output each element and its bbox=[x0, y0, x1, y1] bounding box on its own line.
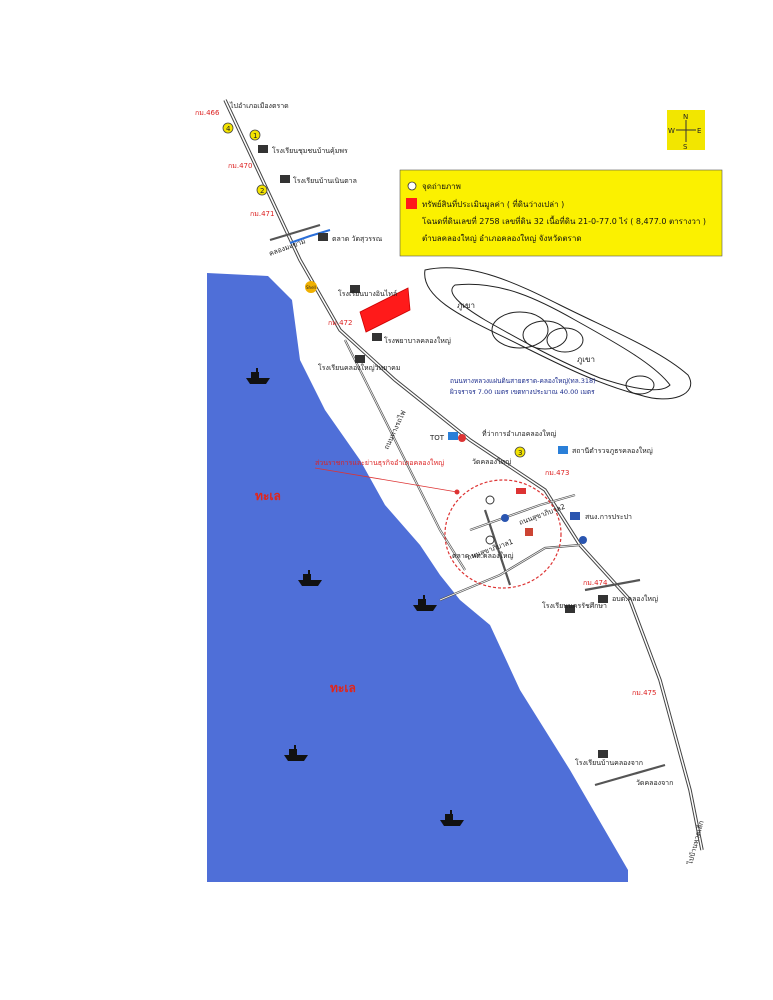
compass: N S W E bbox=[667, 110, 705, 151]
photo-point-2: 2 bbox=[260, 187, 264, 195]
label-temple-1: วัดคลองใหญ่ bbox=[472, 457, 511, 466]
km-post-475: กม.475 bbox=[632, 689, 656, 697]
label-temple-2: วัดคลองจาก bbox=[636, 779, 673, 787]
label-tot: TOT bbox=[429, 434, 445, 442]
legend-photo-point: จุดถ่ายภาพ bbox=[422, 182, 461, 191]
photo-point-3: 3 bbox=[518, 449, 522, 457]
legend: จุดถ่ายภาพ ทรัพย์สินที่ประเมินมูลค่า ( ท… bbox=[399, 169, 723, 257]
label-school-4: โรงเรียนคลองใหญ่วิทยาคม bbox=[318, 363, 400, 372]
km-post-472: กม.472 bbox=[328, 319, 352, 327]
label-school-3: โรงเรียนบางอินไทล์ bbox=[338, 289, 397, 298]
sea-label-2: ทะเล bbox=[330, 681, 356, 695]
ship-icons bbox=[246, 368, 464, 826]
km-post-466: กม.466 bbox=[195, 109, 220, 117]
photo-points: 4 1 2 3 bbox=[222, 122, 526, 458]
km-post-471: กม.471 bbox=[250, 210, 274, 218]
legend-location: ตำบลคลองใหญ่ อำเภอคลองใหญ่ จังหวัดตราด bbox=[422, 234, 582, 243]
to-trat-label: ไปอำเภอเมืองตราด bbox=[229, 101, 289, 110]
label-district-office: ที่ว่าการอำเภอคลองใหญ่ bbox=[482, 429, 556, 438]
sea-label-1: ทะเล bbox=[255, 489, 281, 503]
place-markers bbox=[258, 145, 608, 758]
photo-point-1: 1 bbox=[253, 132, 257, 140]
compass-s: S bbox=[683, 143, 688, 151]
legend-deed: โฉนดที่ดินเลขที่ 2758 เลขที่ดิน 32 เนื้อ… bbox=[422, 215, 706, 226]
label-shell: Shell bbox=[306, 285, 316, 290]
legend-property: ทรัพย์สินที่ประเมินมูลค่า ( ที่ดินว่างเป… bbox=[422, 198, 564, 210]
label-school-5: โรงเรียนนครรัชศึกษา bbox=[542, 601, 607, 610]
label-school-1: โรงเรียนชุมชนบ้านคุ้มพร bbox=[272, 146, 348, 155]
compass-w: W bbox=[668, 127, 675, 135]
to-south-label: ไปบ้านหาดเล็ก bbox=[685, 820, 706, 867]
label-market-2: ตลาด ทต.คลองใหญ่ bbox=[452, 551, 514, 560]
km-post-474: กม.474 bbox=[583, 579, 608, 587]
km-post-473: กม.473 bbox=[545, 469, 569, 477]
label-school-6: โรงเรียนบ้านคลองจาก bbox=[575, 758, 643, 767]
sea-area bbox=[207, 273, 628, 882]
km-post-470: กม.470 bbox=[228, 162, 252, 170]
mountain-contours bbox=[424, 267, 691, 400]
label-sao: อบต.คลองใหญ่ bbox=[612, 594, 658, 603]
label-hospital: โรงพยาบาลคลองใหญ่ bbox=[384, 336, 451, 345]
label-waterworks: สนง.การประปา bbox=[585, 513, 632, 521]
mountain-label-2: ภูเขา bbox=[577, 355, 595, 365]
label-municipality: ส่วนราชการและย่านธุรกิจอำเภอคลองใหญ่ bbox=[315, 458, 444, 467]
property-parcel bbox=[359, 287, 411, 333]
business-district-circle bbox=[444, 479, 562, 589]
side-road-label: ถนนทางรถไฟ bbox=[382, 409, 408, 451]
label-school-2: โรงเรียนบ้านเนินตาล bbox=[293, 176, 357, 185]
compass-e: E bbox=[697, 127, 701, 135]
road-name: ถนนทางหลวงแผ่นดินสายตราด-คลองใหญ่(ทล.318… bbox=[450, 377, 596, 385]
label-market: ตลาด วัดสุวรรณ bbox=[332, 235, 383, 243]
photo-point-4: 4 bbox=[226, 125, 231, 133]
road-width-note: ผิวจราจร 7.00 เมตร เขตทางประมาณ 40.00 เม… bbox=[450, 388, 595, 396]
mountain-label-1: ภูเขา bbox=[457, 301, 475, 311]
canal bbox=[289, 229, 331, 244]
label-police: สถานีตำรวจภูธรคลองใหญ่ bbox=[572, 446, 653, 455]
compass-n: N bbox=[683, 113, 688, 121]
label-canal: คลองมะขาม bbox=[268, 237, 307, 258]
